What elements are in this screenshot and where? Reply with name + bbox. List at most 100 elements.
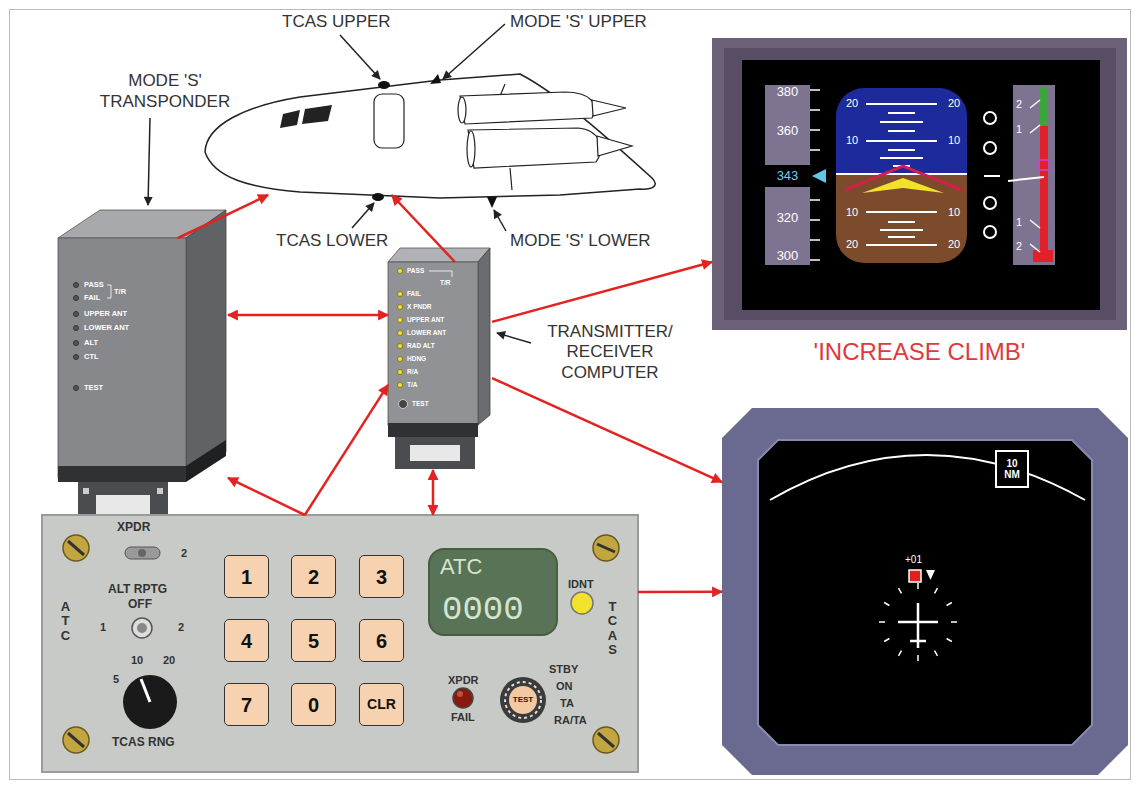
cockpit-window [302, 105, 332, 124]
panel-legend: ALT [84, 338, 98, 347]
scale-number: 10 [846, 206, 858, 219]
vs-tape [1013, 85, 1055, 265]
knob-legend: TEST [509, 686, 537, 714]
engine-pod [468, 128, 601, 168]
engine-intake [458, 97, 466, 123]
panel-legend: RAD ALT [407, 342, 435, 350]
unit-base [186, 440, 226, 482]
range-knob [123, 675, 177, 729]
tcas-lower-antenna [372, 193, 384, 201]
panel-legend: T/R [114, 287, 126, 296]
ground [836, 174, 967, 263]
speed-readout [763, 165, 812, 187]
panel-title: ATC [59, 600, 72, 643]
toggle-base [138, 549, 146, 557]
status-led [398, 357, 403, 362]
status-led [398, 318, 403, 323]
mode-s-upper-antenna [430, 74, 441, 84]
leader-line [443, 24, 505, 79]
range-legend: 10 NM [997, 452, 1027, 486]
key-legend: 1 [225, 556, 268, 597]
keypad-key: 4 [224, 619, 269, 662]
panel-legend: TEST [412, 400, 429, 408]
atc-code-display: ATC0000 [428, 548, 558, 636]
status-led [74, 355, 79, 360]
panel-legend: 10 [131, 654, 143, 667]
vs-pointer [1008, 177, 1044, 181]
panel-title: TCAS [606, 600, 619, 657]
display-bezel [722, 408, 1128, 775]
test-knob: TEST [509, 686, 537, 714]
scale-number: 2 [1016, 240, 1022, 253]
signal-arrow [432, 470, 435, 515]
leader-line [340, 35, 380, 79]
key-legend: 5 [292, 620, 335, 661]
vs-target [1039, 160, 1049, 170]
knob-pointer [141, 679, 150, 702]
panel-legend: STBY [549, 663, 578, 676]
panel-legend: OFF [128, 597, 152, 611]
engine-intake [467, 131, 475, 167]
display-screen [742, 60, 1100, 310]
test-button [399, 400, 408, 409]
unit-connector [410, 445, 460, 461]
panel-legend: 5 [113, 673, 119, 686]
vs-red-band [1033, 250, 1053, 262]
panel-legend: TA [560, 697, 574, 710]
scale-number: 1 [1016, 123, 1022, 136]
rotary-switch [132, 618, 152, 638]
light-highlight [457, 691, 463, 697]
unit-base [388, 423, 478, 437]
screw-slot [598, 733, 614, 747]
leader-line [497, 333, 531, 343]
panel-legend: X PNDR [407, 303, 432, 311]
key-legend: 6 [360, 620, 403, 661]
status-led [398, 370, 403, 375]
panel-legend: T/R [440, 279, 450, 287]
key-legend: 3 [360, 556, 403, 597]
panel-legend: UPPER ANT [407, 316, 444, 324]
flight-director [845, 166, 962, 190]
panel-legend: RA/TA [554, 714, 587, 727]
connector-pin [83, 488, 89, 494]
key-legend: CLR [360, 684, 403, 725]
speed-pointer [812, 169, 826, 183]
tr-computer-illustration [388, 248, 531, 469]
panel-legend: R/A [407, 368, 418, 376]
engine-pod [460, 92, 595, 124]
alert-caption: 'INCREASE CLIMB' [712, 338, 1127, 367]
panel-legend: FAIL [451, 711, 475, 724]
status-led [74, 283, 79, 288]
transponder-unit: MODE 'S' TRANSPONDERPASST/RFAILUPPER ANT… [58, 238, 228, 532]
unit-side-face [478, 248, 490, 425]
transponder-illustration [58, 118, 226, 530]
rotary-switch [137, 623, 147, 633]
scale-number: 380 [765, 84, 810, 100]
signal-arrow [305, 385, 388, 515]
scale-number: 10 [846, 134, 858, 147]
scale-number: 20 [846, 97, 858, 110]
bracket [429, 271, 452, 277]
scale-number: 343 [765, 168, 810, 184]
panel-screw [593, 727, 619, 753]
status-led [398, 344, 403, 349]
scale-number: 320 [765, 210, 810, 226]
status-led [398, 383, 403, 388]
panel-screw [593, 535, 619, 561]
cockpit-window [280, 110, 300, 128]
scale-number: 360 [765, 123, 810, 139]
unit-connector [395, 437, 475, 469]
panel-legend: LOWER ANT [407, 329, 446, 337]
horizon-line [836, 173, 967, 175]
display-bezel [724, 48, 1116, 320]
key-legend: 2 [292, 556, 335, 597]
bracket [107, 285, 111, 298]
panel-legend: 2 [181, 547, 187, 560]
panel-legend: ALT RPTG [108, 582, 167, 596]
tr-computer-unit: TRANSMITTER/ RECEIVER COMPUTERPASST/RFAI… [388, 262, 492, 470]
keypad-key: 6 [359, 619, 404, 662]
vs-green-band [1040, 88, 1048, 126]
primary-flight-display: 38036034332030020201010101020202112 [712, 38, 1127, 330]
engine-exhaust [597, 136, 632, 156]
horizon-mark [984, 175, 1000, 177]
